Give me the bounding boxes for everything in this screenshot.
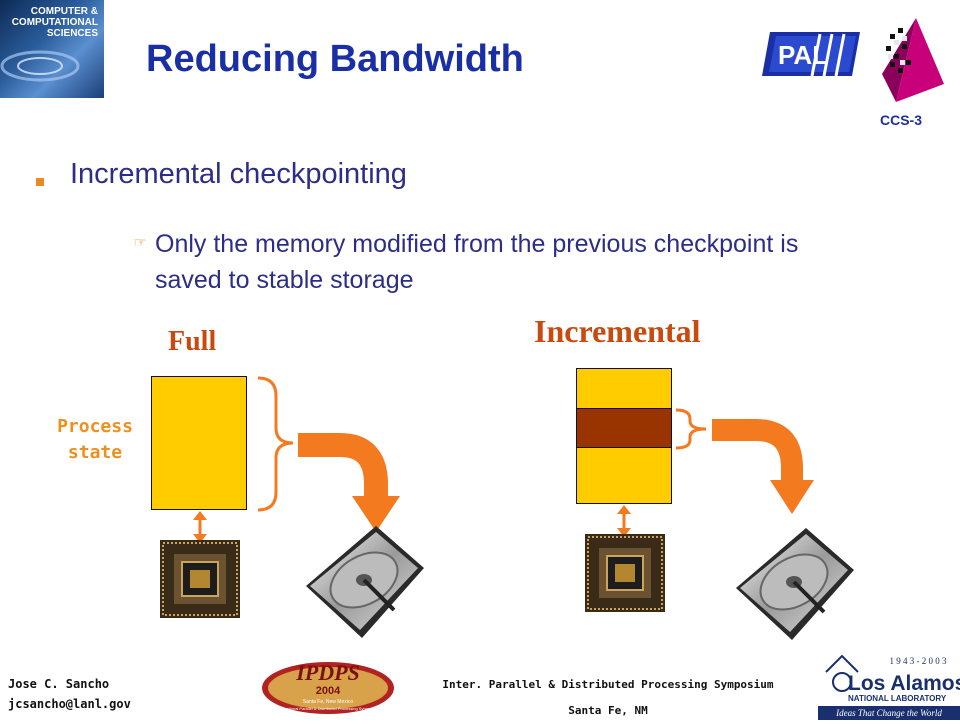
ccs-logo-line-2: COMPUTATIONAL — [11, 17, 98, 28]
lanl-subtitle: NATIONAL LABORATORY — [848, 694, 947, 703]
full-arrowhead — [352, 496, 400, 532]
lanl-name: Los Alamos — [848, 672, 960, 695]
pointing-hand-icon: ☞ — [134, 234, 147, 250]
page-title: Reducing Bandwidth — [146, 38, 524, 80]
author-block: Jose C. Sancho jcsancho@lanl.gov — [8, 674, 131, 714]
conference-location: Santa Fe, NM — [568, 704, 648, 717]
ccs-logo: COMPUTER & COMPUTATIONAL SCIENCES — [0, 0, 104, 98]
lanl-logo: 1 9 4 3 - 2 0 0 3 Los Alamos NATIONAL LA… — [818, 654, 960, 720]
full-memory-block — [151, 376, 247, 510]
bullet-square-icon — [36, 178, 44, 186]
full-cpu-chip-icon — [160, 540, 240, 618]
author-email: jcsancho@lanl.gov — [8, 697, 131, 711]
pal-logo: PAL — [762, 32, 860, 77]
modified-memory-region — [576, 408, 672, 448]
ipdps-logo-caption-2: International Parallel & Distributed Pro… — [276, 706, 380, 711]
full-cpu-memory-arrow — [193, 511, 207, 543]
ccs-logo-line-1: COMPUTER & — [30, 6, 98, 17]
conference-name: Inter. Parallel & Distributed Processing… — [442, 678, 774, 691]
ccs-pyramid-logo — [882, 18, 944, 102]
bullet-sub: Only the memory modified from the previo… — [155, 230, 799, 294]
ipdps-logo-name: IPDPS — [295, 660, 360, 685]
conference-block: Inter. Parallel & Distributed Processing… — [408, 672, 808, 724]
ccs-logo-line-3: SCIENCES — [46, 28, 98, 39]
ipdps-logo: IPDPS 2004 Santa Fe, New Mexico Internat… — [262, 660, 394, 714]
incremental-brace — [675, 408, 707, 450]
incremental-arrowhead — [770, 480, 814, 514]
bullet-main: Incremental checkpointing — [70, 158, 407, 190]
full-label: Full — [168, 326, 217, 357]
pal-logo-text: PAL — [778, 40, 828, 70]
ipdps-logo-year: 2004 — [316, 685, 341, 697]
author-name: Jose C. Sancho — [8, 677, 110, 691]
incremental-save-arrow-icon — [712, 419, 803, 482]
ccs3-label: CCS-3 — [880, 112, 923, 128]
ccs-logo-swirl — [0, 50, 80, 82]
ipdps-logo-caption-1: Santa Fe, New Mexico — [303, 699, 354, 705]
incremental-cpu-chip-icon — [585, 534, 665, 612]
lanl-years: 1 9 4 3 - 2 0 0 3 — [890, 656, 947, 666]
incremental-cpu-memory-arrow — [617, 505, 631, 537]
lanl-tagline: Ideas That Change the World — [835, 708, 942, 718]
full-save-arrow-icon — [298, 433, 388, 500]
process-state-label: Process state — [57, 416, 133, 463]
incremental-label: Incremental — [534, 313, 701, 349]
full-hard-disk-icon — [306, 526, 424, 638]
incremental-hard-disk-icon — [736, 528, 854, 640]
full-brace — [257, 376, 294, 512]
